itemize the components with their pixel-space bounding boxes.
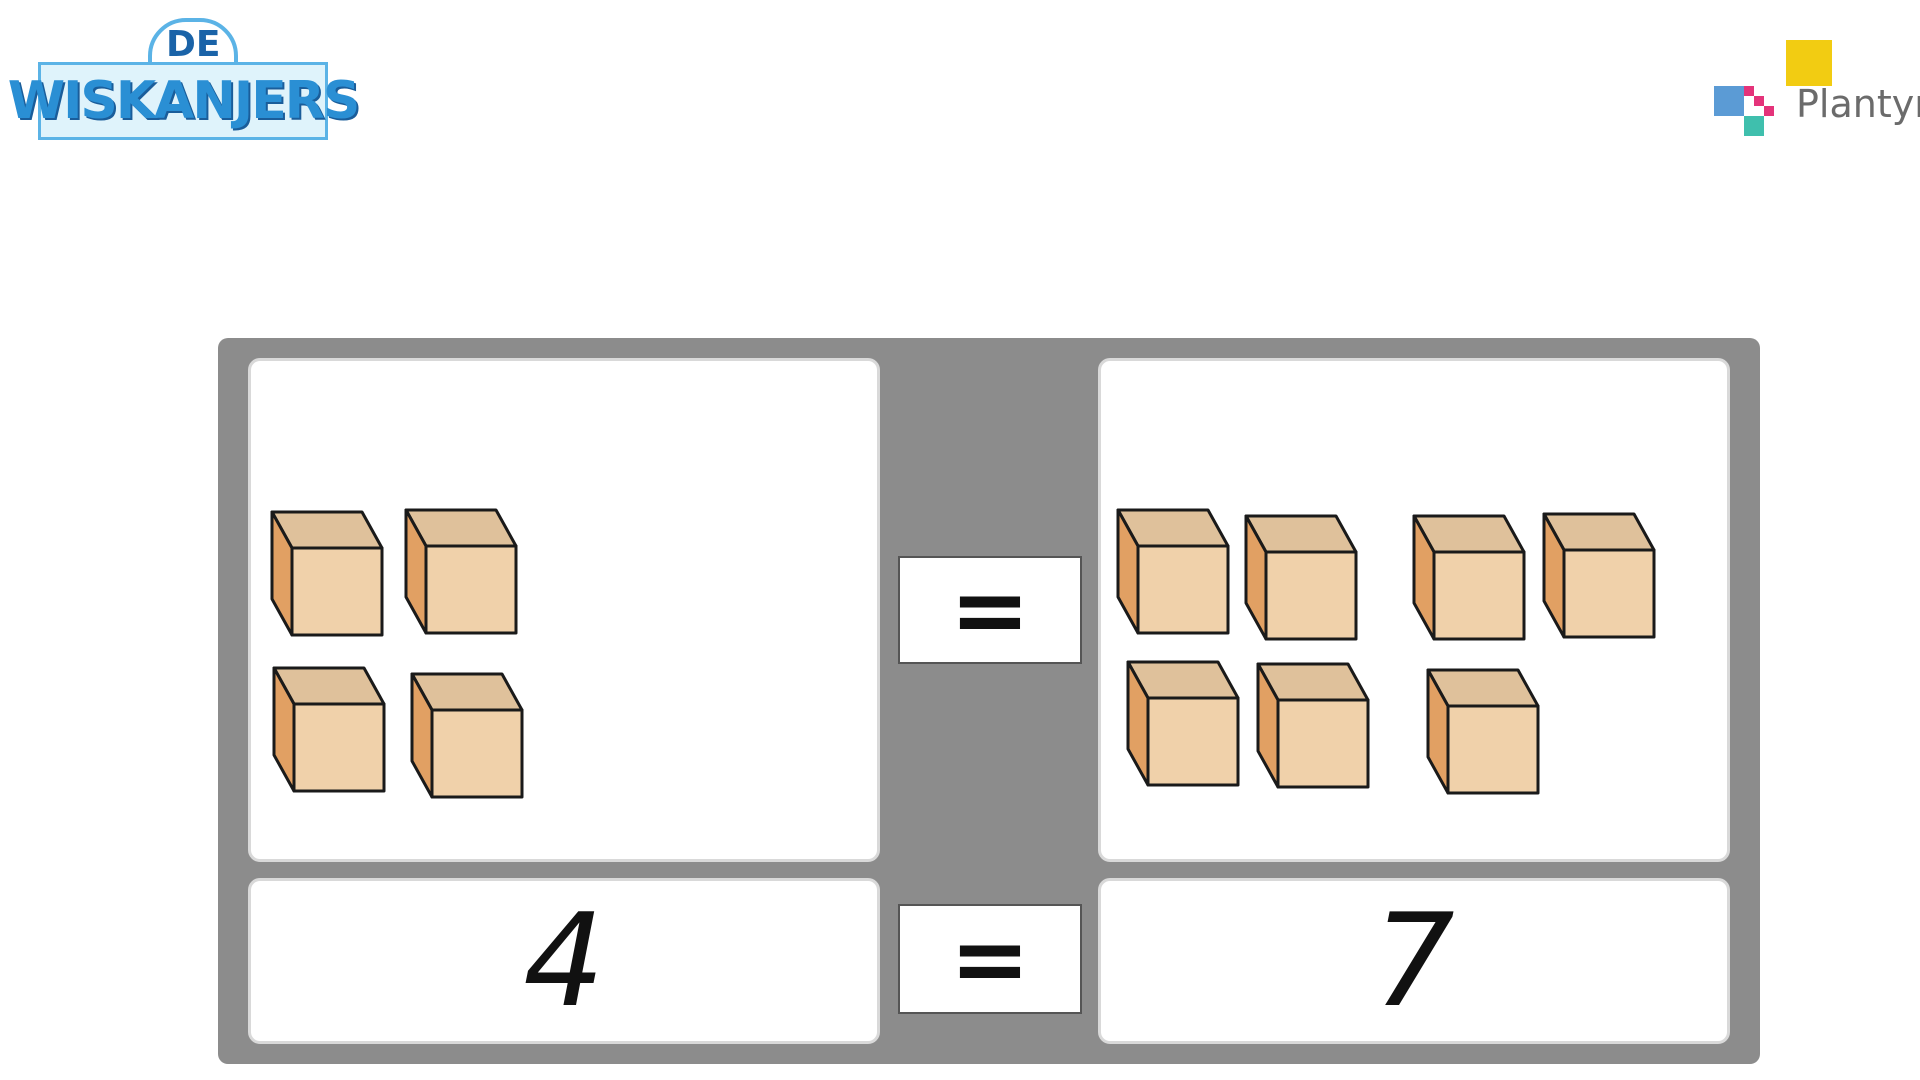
right-cubes-panel (1098, 358, 1730, 862)
left-cube (410, 672, 524, 799)
plantyn-yellow-square (1786, 40, 1832, 86)
wiskanjers-logo: DE WISKANJERS (8, 18, 360, 140)
comparison-board: = 4 = 7 (218, 338, 1760, 1064)
lower-equals-sign: = (949, 903, 1031, 1015)
logo-wiskanjers-text: WISKANJERS (8, 62, 360, 140)
plantyn-pink-pixel (1744, 86, 1754, 96)
left-number: 4 (523, 886, 605, 1036)
plantyn-logo: Plantyn (1664, 40, 1920, 140)
upper-equals-box: = (898, 556, 1082, 664)
upper-equals-sign: = (949, 554, 1031, 666)
plantyn-pink-pixel (1764, 106, 1774, 116)
right-cube (1116, 508, 1230, 635)
left-number-panel: 4 (248, 878, 880, 1044)
left-cubes-panel (248, 358, 880, 862)
left-cube (404, 508, 518, 635)
right-cube (1542, 512, 1656, 639)
left-cube (272, 666, 386, 793)
logo-de-text: DE (148, 18, 239, 68)
right-number-panel: 7 (1098, 878, 1730, 1044)
right-cube (1256, 662, 1370, 789)
right-cube (1126, 660, 1240, 787)
left-cube (270, 510, 384, 637)
right-cube (1244, 514, 1358, 641)
plantyn-blue-square (1714, 86, 1744, 116)
plantyn-teal-square (1744, 116, 1764, 136)
right-cube (1426, 668, 1540, 795)
lower-equals-box: = (898, 904, 1082, 1014)
plantyn-name: Plantyn (1796, 82, 1920, 126)
plantyn-pink-pixel (1754, 96, 1764, 106)
right-cube (1412, 514, 1526, 641)
right-number: 7 (1373, 886, 1455, 1036)
